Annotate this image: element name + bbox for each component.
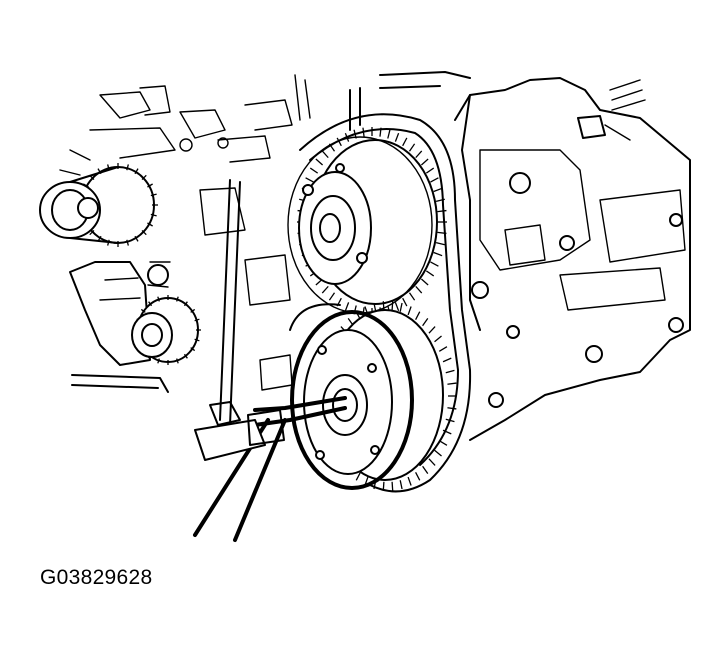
idler-pulley xyxy=(39,163,158,247)
cam-sprocket-tooth xyxy=(315,158,324,166)
idler-pulley-tooth xyxy=(134,168,139,175)
crank-sprocket-tooth xyxy=(438,440,448,446)
crank-sprocket-tooth xyxy=(447,382,457,385)
crank-sprocket-tooth xyxy=(428,326,436,334)
cam-sprocket-tooth xyxy=(362,127,365,137)
tensioner-pulley-tooth xyxy=(157,358,160,364)
cam-sprocket-tooth xyxy=(321,285,329,294)
crank-sprocket-tooth xyxy=(422,465,429,474)
cam-sprocket-tooth xyxy=(437,231,447,235)
cam-sprocket-tooth xyxy=(430,261,439,267)
cam-sprocket-tooth xyxy=(336,137,342,147)
tensioner-pulley-tooth xyxy=(190,347,196,352)
cam-sprocket-tooth xyxy=(420,278,429,286)
idler-pulley-tooth xyxy=(134,235,139,242)
idler-pulley-tooth xyxy=(141,174,147,181)
cam-sprocket-tooth xyxy=(408,143,416,152)
cam-sprocket-tooth xyxy=(433,187,443,193)
cam-sprocket-tooth xyxy=(402,137,408,147)
tensioner-pulley-tooth xyxy=(148,301,153,307)
tensioner-pulley-tooth xyxy=(194,318,200,322)
idler-pulley-tooth xyxy=(89,229,95,236)
tensioner-pulley-tooth xyxy=(194,338,200,342)
camshaft-sprocket xyxy=(287,127,447,317)
tensioner-pulley-tooth xyxy=(190,308,196,313)
cam-sprocket-tooth xyxy=(336,297,342,307)
idler-pulley-tooth xyxy=(126,164,129,171)
cam-sprocket-tooth xyxy=(435,241,445,246)
cam-sprocket-tooth xyxy=(328,292,336,301)
crank-sprocket-tooth xyxy=(434,335,442,343)
crank-sprocket-tooth xyxy=(445,369,455,374)
crank-sprocket-tooth xyxy=(442,429,452,435)
cam-sprocket-tooth xyxy=(415,285,423,294)
cam-sprocket-tooth xyxy=(394,302,400,312)
idler-pulley-tooth xyxy=(147,183,153,188)
cam-sprocket-tooth xyxy=(379,127,382,137)
crank-sprocket-tooth xyxy=(442,357,452,363)
crank-sprocket-tooth xyxy=(445,418,455,423)
crank-sprocket-tooth xyxy=(399,302,403,312)
tensioner-pulley-tooth xyxy=(183,353,188,359)
cam-sprocket-tooth xyxy=(415,150,423,159)
crank-sprocket-tooth xyxy=(382,481,385,491)
cam-sprocket-tooth xyxy=(420,158,429,166)
crank-sprocket-tooth xyxy=(407,476,412,486)
cam-sprocket-tooth xyxy=(430,177,439,183)
tensioner-pulley xyxy=(131,261,201,365)
figure-id-label: G03829628 xyxy=(40,566,153,589)
cam-sprocket-tooth xyxy=(305,177,314,183)
crank-sprocket-tooth xyxy=(438,346,448,352)
idler-pulley-tooth xyxy=(150,213,157,217)
idler-pulley-tooth xyxy=(150,193,157,197)
holding-tool xyxy=(193,396,347,542)
tensioner-pulley-tooth xyxy=(157,296,160,302)
crank-sprocket-tooth xyxy=(415,472,421,481)
tensioner-pulley-tooth xyxy=(183,301,188,307)
crank-sprocket-tooth xyxy=(407,306,412,316)
crank-sprocket-tooth xyxy=(434,449,442,457)
crank-sprocket-tooth xyxy=(428,458,436,466)
cam-sprocket-tooth xyxy=(433,251,443,257)
crank-sprocket-tooth xyxy=(355,472,361,481)
crankshaft-sprocket xyxy=(290,301,457,491)
idler-pulley-tooth xyxy=(141,229,147,236)
cam-sprocket-tooth xyxy=(408,292,416,301)
cam-sprocket-tooth xyxy=(394,132,400,142)
crank-sprocket-tooth xyxy=(415,311,421,320)
tensioner-pulley-tooth xyxy=(176,296,179,302)
tensioner-pulley-tooth xyxy=(176,358,179,364)
crank-sprocket-tooth xyxy=(422,318,429,327)
cam-sprocket-tooth xyxy=(437,209,447,213)
cam-sprocket-tooth xyxy=(402,297,408,307)
cam-sprocket-tooth xyxy=(435,198,445,203)
engine-block-drawing xyxy=(59,71,691,441)
tensioner-pulley-tooth xyxy=(140,308,146,313)
crank-sprocket-tooth xyxy=(391,481,394,491)
cam-sprocket-tooth xyxy=(344,302,350,312)
crank-sprocket-tooth xyxy=(399,480,403,490)
cam-sprocket-tooth xyxy=(344,132,350,142)
crank-sprocket-tooth xyxy=(391,301,394,311)
cam-sprocket-tooth xyxy=(321,150,329,159)
idler-pulley-tooth xyxy=(126,239,129,246)
crank-sprocket-tooth xyxy=(447,407,457,410)
crank-sprocket-tooth xyxy=(382,301,385,311)
cam-sprocket-tooth xyxy=(425,167,435,174)
cam-sprocket-tooth xyxy=(387,129,391,139)
idler-pulley-tooth xyxy=(147,222,153,227)
cam-sprocket-tooth xyxy=(309,167,319,174)
cam-sprocket-tooth xyxy=(425,270,435,277)
